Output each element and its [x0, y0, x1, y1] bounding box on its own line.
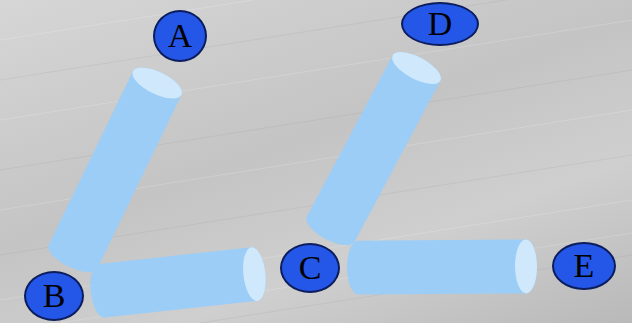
letter-circle: D — [401, 2, 479, 46]
letter-circle: B — [24, 271, 84, 321]
cylinder-cap — [387, 46, 445, 91]
cylinder-body — [48, 68, 182, 272]
node-label: E — [574, 249, 595, 283]
cylinder-cap — [128, 61, 186, 104]
node-label: D — [428, 7, 453, 41]
node-label: A — [168, 19, 193, 53]
cylinder-connector — [347, 239, 537, 294]
cylinder-connector — [90, 246, 268, 318]
cylinder-body — [90, 247, 265, 317]
node-label: B — [43, 279, 66, 313]
letter-circle: C — [280, 243, 340, 293]
letter-circle: E — [552, 242, 616, 290]
letter-circle: A — [153, 10, 207, 62]
cylinder-cap — [515, 239, 537, 293]
cylinder-connector — [306, 46, 445, 246]
node-label: C — [299, 251, 322, 285]
cylinder-connector — [48, 61, 186, 272]
cylinder-body — [347, 239, 537, 294]
cylinder-cap — [241, 246, 269, 302]
